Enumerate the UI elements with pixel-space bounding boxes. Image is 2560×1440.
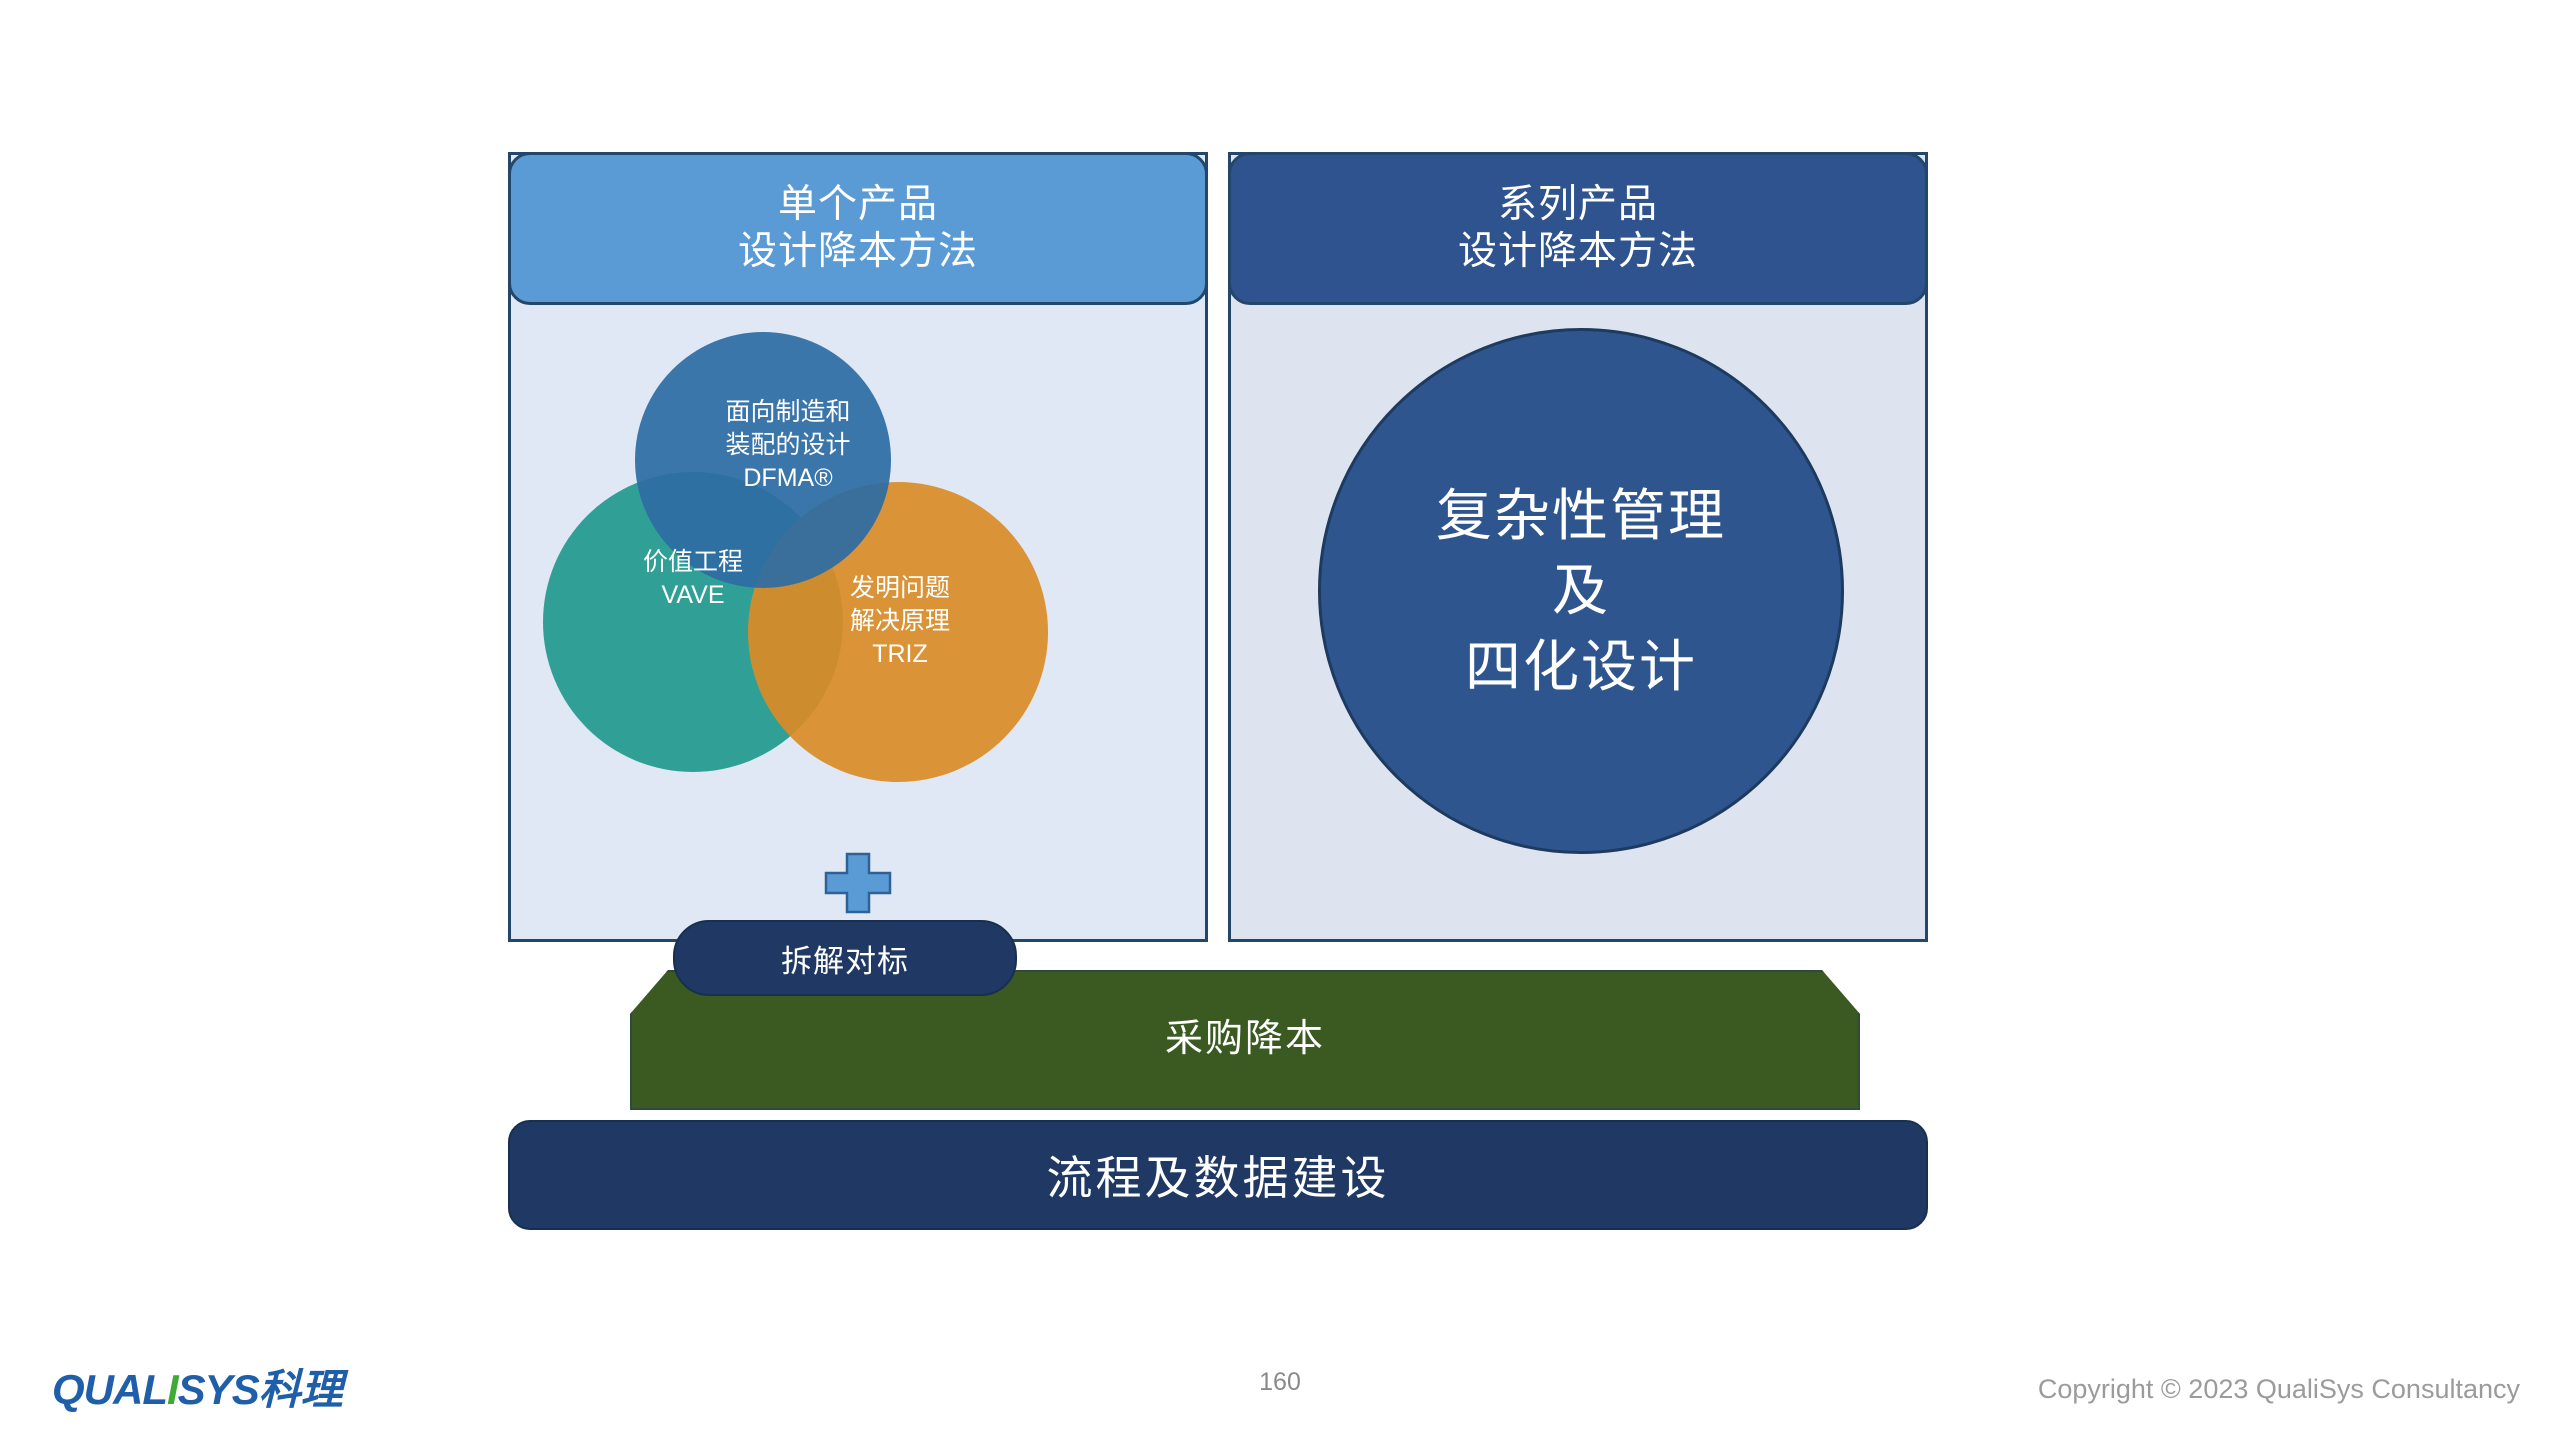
page-number: 160: [1259, 1368, 1301, 1396]
logo-part1: QUAL: [52, 1366, 168, 1413]
venn-svg: [543, 332, 1048, 782]
circle-complexity-label: 复杂性管理 及 四化设计: [1436, 484, 1726, 698]
logo-accent-letter: I: [167, 1366, 179, 1413]
panel-product-series: 复杂性管理 及 四化设计 系列产品 设计降本方法: [1228, 152, 1928, 942]
copyright-notice: Copyright © 2023 QualiSys Consultancy: [2037, 1374, 2520, 1404]
venn-circle-dfma: [635, 332, 891, 588]
plus-icon-svg: [824, 852, 892, 914]
green-banner-label: 采购降本: [1164, 1017, 1325, 1060]
panel-single-product: 面向制造和 装配的设计 DFMA® 价值工程 VAVE 发明问题 解决原理 TR…: [508, 152, 1208, 996]
logo-chinese: 科理: [258, 1366, 343, 1413]
blue-bar-label: 流程及数据建设: [1046, 1152, 1390, 1204]
pill-label: 拆解对标: [781, 943, 909, 979]
panel-left-header: 单个产品 设计降本方法: [508, 152, 1208, 305]
panel-left-header-text: 单个产品 设计降本方法: [737, 183, 978, 273]
logo-part2: SYS: [177, 1366, 260, 1413]
bar-process-and-data-construction: 流程及数据建设: [508, 1120, 1928, 1230]
panel-right-header-text: 系列产品 设计降本方法: [1457, 183, 1698, 273]
venn-diagram-single-product: 面向制造和 装配的设计 DFMA® 价值工程 VAVE 发明问题 解决原理 TR…: [508, 332, 1208, 832]
circle-complexity-management: 复杂性管理 及 四化设计: [1318, 328, 1844, 854]
pill-teardown-benchmark: 拆解对标: [673, 920, 1017, 996]
panel-right-header: 系列产品 设计降本方法: [1228, 152, 1928, 305]
qualisys-logo: QUALISYS科理: [52, 1356, 343, 1417]
plus-icon: [818, 852, 898, 914]
